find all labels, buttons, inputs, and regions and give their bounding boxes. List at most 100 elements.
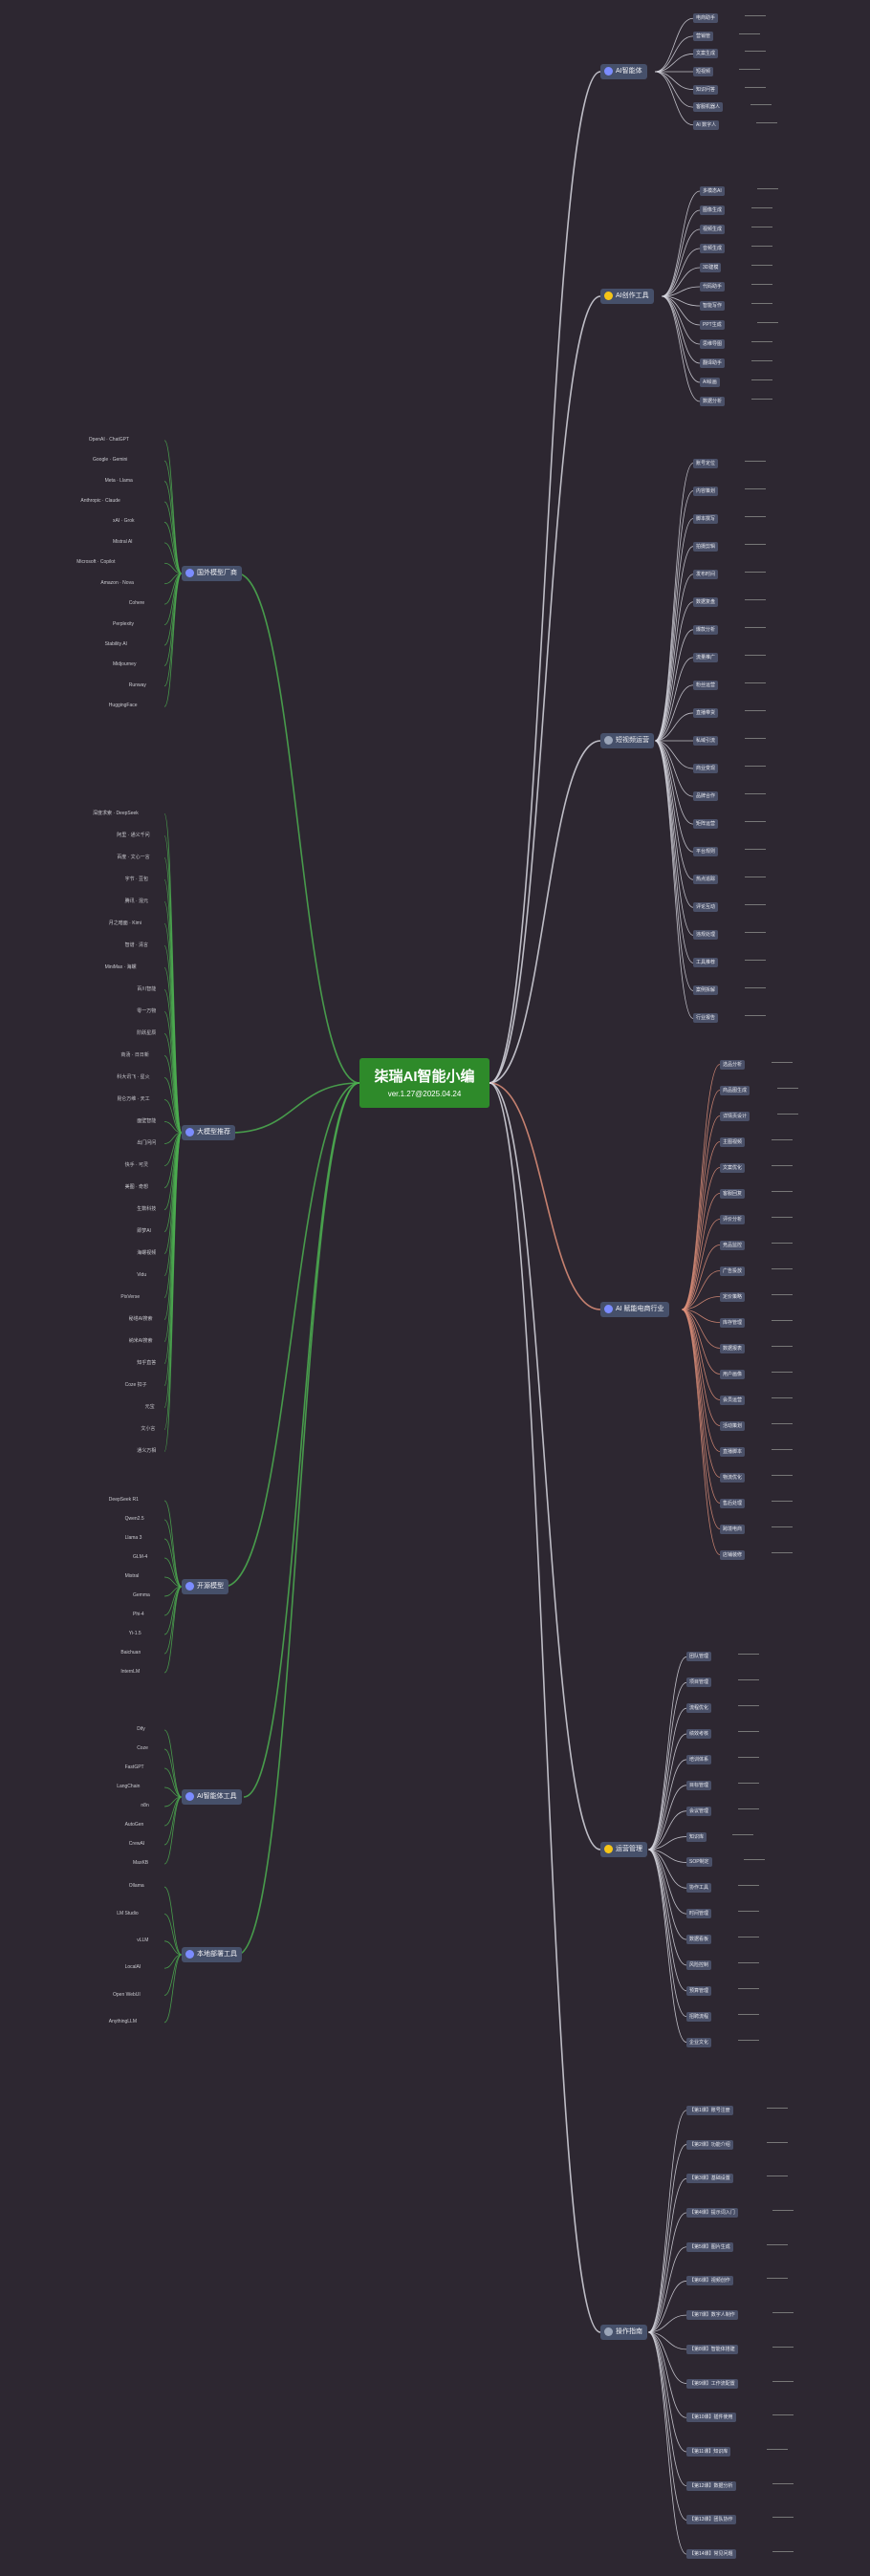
left-item[interactable]: Open WebUI bbox=[113, 1991, 141, 1998]
section-item[interactable]: SOP制定 bbox=[686, 1857, 712, 1868]
section-item[interactable]: 招聘流程 bbox=[686, 2011, 712, 2022]
section-item[interactable]: 培训体系 bbox=[686, 1754, 712, 1764]
section-item[interactable]: 主图视频 bbox=[720, 1136, 746, 1147]
section-item[interactable]: 【第14课】常见问题 bbox=[686, 2549, 736, 2560]
section-item[interactable]: 【第10课】插件使用 bbox=[686, 2413, 736, 2423]
section-item[interactable]: 账号定位 bbox=[693, 458, 719, 468]
section-item[interactable]: 活动策划 bbox=[720, 1420, 746, 1431]
section-item[interactable]: 风险控制 bbox=[686, 1959, 712, 1970]
section-item[interactable]: 【第5课】图片生成 bbox=[686, 2241, 733, 2252]
left-item[interactable]: OpenAI · ChatGPT bbox=[88, 436, 130, 443]
section-item[interactable]: 详情页设计 bbox=[720, 1111, 750, 1121]
left-section-5[interactable]: 本地部署工具 bbox=[182, 1947, 242, 1962]
section-4[interactable]: AI 赋能电商行业 bbox=[600, 1302, 669, 1317]
section-item[interactable]: 【第3课】基础设置 bbox=[686, 2174, 733, 2184]
section-item[interactable]: 多模态AI bbox=[700, 186, 725, 196]
left-item[interactable]: 海螺视频 bbox=[137, 1249, 157, 1256]
section-item[interactable]: 会员运营 bbox=[720, 1395, 746, 1405]
section-item[interactable]: 【第8课】智能体搭建 bbox=[686, 2344, 738, 2354]
section-item[interactable]: 文案优化 bbox=[720, 1162, 746, 1173]
section-item[interactable]: 绩效考核 bbox=[686, 1729, 712, 1740]
section-item[interactable]: 直播脚本 bbox=[720, 1446, 746, 1457]
left-item[interactable]: Coze bbox=[137, 1745, 148, 1751]
section-item[interactable]: 项目管理 bbox=[686, 1678, 712, 1688]
left-item[interactable]: Mistral AI bbox=[113, 538, 133, 545]
left-item[interactable]: Cohere bbox=[128, 600, 145, 607]
section-item[interactable]: PPT生成 bbox=[700, 320, 725, 330]
left-item[interactable]: FastGPT bbox=[124, 1764, 144, 1770]
section-item[interactable]: 知识库 bbox=[686, 1831, 707, 1842]
section-item[interactable]: 数据复盘 bbox=[693, 596, 719, 607]
section-item[interactable]: 用户画像 bbox=[720, 1369, 746, 1379]
section-item[interactable]: 脚本撰写 bbox=[693, 513, 719, 524]
section-item[interactable]: 【第2课】功能介绍 bbox=[686, 2139, 733, 2150]
section-item[interactable]: 思维导图 bbox=[700, 339, 726, 349]
left-item[interactable]: 百川智能 bbox=[137, 985, 157, 992]
section-item[interactable]: 跨境电商 bbox=[720, 1524, 746, 1534]
left-item[interactable]: 阿里 · 通义千问 bbox=[117, 832, 150, 838]
section-item[interactable]: 私域引流 bbox=[693, 736, 719, 746]
section-3[interactable]: 短视频运营 bbox=[600, 733, 654, 748]
section-item[interactable]: 电商助手 bbox=[693, 13, 719, 24]
root-node[interactable]: 柒瑞AI智能小编 ver.1.27@2025.04.24 bbox=[359, 1058, 489, 1108]
section-item[interactable]: 商业变现 bbox=[693, 764, 719, 774]
section-item[interactable]: 商品图生成 bbox=[720, 1085, 750, 1095]
section-item[interactable]: 会议管理 bbox=[686, 1806, 712, 1816]
left-item[interactable]: Coze 扣子 bbox=[124, 1381, 147, 1388]
section-item[interactable]: 爆款分析 bbox=[693, 624, 719, 635]
section-item[interactable]: 库存管理 bbox=[720, 1317, 746, 1328]
section-item[interactable]: 企业文化 bbox=[686, 2037, 712, 2047]
section-item[interactable]: 智能写作 bbox=[700, 301, 726, 311]
left-item[interactable]: 昆仑万维 · 天工 bbox=[117, 1095, 150, 1102]
section-1[interactable]: AI智能体 bbox=[600, 64, 647, 79]
left-item[interactable]: 百度 · 文心一言 bbox=[117, 854, 150, 860]
left-item[interactable]: 通义万相 bbox=[137, 1447, 157, 1454]
section-item[interactable]: 矩阵运营 bbox=[693, 819, 719, 830]
left-item[interactable]: Gemma bbox=[133, 1592, 150, 1598]
left-item[interactable]: MaxKB bbox=[133, 1860, 149, 1866]
left-item[interactable]: 月之暗面 · Kimi bbox=[108, 920, 141, 926]
left-item[interactable]: MiniMax · 海螺 bbox=[104, 963, 137, 970]
section-item[interactable]: 客服机器人 bbox=[693, 102, 724, 113]
left-item[interactable]: AnythingLLM bbox=[108, 2018, 137, 2024]
left-item[interactable]: LM Studio bbox=[117, 1910, 139, 1916]
section-item[interactable]: 短视频 bbox=[693, 67, 714, 76]
section-item[interactable]: 直播带货 bbox=[693, 707, 719, 718]
section-item[interactable]: 评论互动 bbox=[693, 902, 719, 913]
left-item[interactable]: DeepSeek R1 bbox=[108, 1497, 139, 1503]
section-item[interactable]: 内容策划 bbox=[693, 486, 719, 496]
left-item[interactable]: Stability AI bbox=[104, 641, 127, 647]
left-item[interactable]: 阶跃星辰 bbox=[137, 1029, 157, 1036]
section-item[interactable]: 图像生成 bbox=[700, 206, 726, 215]
left-item[interactable]: Midjourney bbox=[113, 661, 137, 668]
section-item[interactable]: 目标管理 bbox=[686, 1780, 712, 1790]
section-item[interactable]: 知识问答 bbox=[693, 84, 719, 95]
section-item[interactable]: 流量推广 bbox=[693, 652, 719, 662]
section-item[interactable]: 品牌合作 bbox=[693, 791, 719, 802]
left-item[interactable]: Qwen2.5 bbox=[124, 1516, 144, 1522]
section-item[interactable]: 协作工具 bbox=[686, 1883, 712, 1894]
left-item[interactable]: n8n bbox=[141, 1803, 149, 1808]
section-item[interactable]: 【第4课】提示词入门 bbox=[686, 2208, 738, 2218]
left-item[interactable]: Amazon · Nova bbox=[100, 579, 134, 586]
left-item[interactable]: 字节 · 豆包 bbox=[124, 876, 149, 882]
section-item[interactable]: 热点追踪 bbox=[693, 875, 719, 885]
section-item[interactable]: 流程优化 bbox=[686, 1703, 712, 1714]
left-item[interactable]: InternLM bbox=[120, 1669, 141, 1675]
left-item[interactable]: 腾讯 · 混元 bbox=[124, 898, 149, 904]
left-item[interactable]: 秘塔AI搜索 bbox=[128, 1315, 153, 1322]
section-item[interactable]: 选品分析 bbox=[720, 1059, 746, 1070]
section-item[interactable]: AI绘画 bbox=[700, 378, 720, 387]
left-item[interactable]: Meta · Llama bbox=[104, 477, 133, 484]
left-section-4[interactable]: AI智能体工具 bbox=[182, 1789, 242, 1805]
left-item[interactable]: 智谱 · 清言 bbox=[124, 942, 149, 948]
left-item[interactable]: Vidu bbox=[137, 1271, 147, 1278]
section-item[interactable]: 文案生成 bbox=[693, 49, 719, 59]
section-item[interactable]: 翻译助手 bbox=[700, 358, 726, 368]
section-item[interactable]: 粉丝运营 bbox=[693, 680, 719, 690]
left-item[interactable]: Dify bbox=[137, 1726, 145, 1732]
left-item[interactable]: Phi-4 bbox=[133, 1612, 144, 1617]
section-item[interactable]: 案例拆解 bbox=[693, 985, 719, 996]
section-item[interactable]: 【第1课】账号注册 bbox=[686, 2105, 733, 2115]
section-item[interactable]: 工具推荐 bbox=[693, 958, 719, 968]
